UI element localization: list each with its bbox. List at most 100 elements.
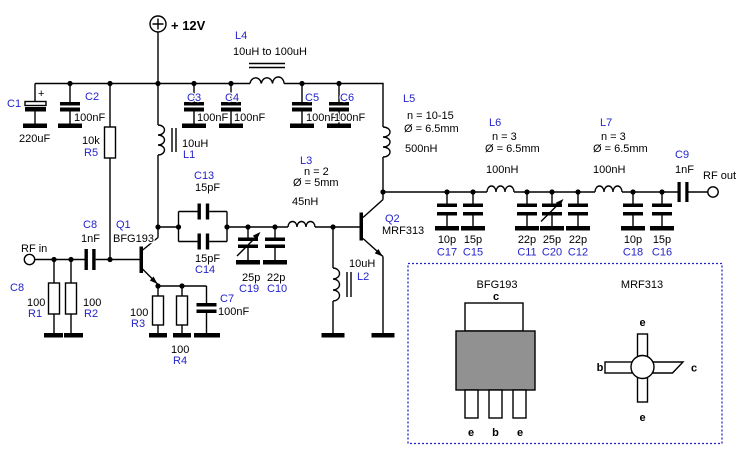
c9-value: 1nF <box>675 164 694 176</box>
ground-symbol <box>58 123 82 128</box>
capacitor-c3: C3 100nF <box>182 83 230 128</box>
inductor-l2: 10uH L2 <box>321 227 377 338</box>
l6-turns: n = 3 <box>492 131 517 143</box>
l5-value: 500nH <box>405 143 437 155</box>
ground-symbol <box>182 123 206 128</box>
c3-ref: C3 <box>187 92 201 104</box>
c20-value: 25p <box>543 234 561 246</box>
bfg193-pin-e1: e <box>468 427 474 439</box>
capacitor-c15: 15p C15 <box>461 192 485 260</box>
ground-symbol <box>540 226 564 231</box>
c4-value: 100nF <box>234 112 265 124</box>
mrf313-lead-left <box>604 361 633 374</box>
capacitor-c5: C5 100nF <box>290 83 339 128</box>
ground-symbol <box>219 123 243 128</box>
c12-ref: C12 <box>568 247 588 259</box>
c1-ref: C1 <box>7 98 21 110</box>
rf-in-connector-icon <box>23 253 36 266</box>
bfg193-leg-e2 <box>512 389 527 419</box>
mrf313-lead-right <box>652 361 685 374</box>
c14-value: 15pF <box>195 253 220 265</box>
l7-ref: L7 <box>600 117 612 129</box>
l2-value: 10uH <box>349 258 375 270</box>
r4-ref: R4 <box>173 355 187 367</box>
c1-value: 220uF <box>19 133 50 145</box>
mrf313-package-drawing: MRF313 e b c e <box>595 278 698 426</box>
r3-value: 100 <box>130 307 148 319</box>
resistor-r4: 100 R4 <box>170 286 191 368</box>
bfg193-pin-b: b <box>492 427 499 439</box>
c4-ref: C4 <box>225 92 239 104</box>
capacitor-c17: 10p C17 <box>435 192 459 260</box>
resistor-r1: 100 R1 <box>26 259 63 338</box>
bfg193-leg-e1 <box>464 389 479 419</box>
c9-ref: C9 <box>675 149 689 161</box>
resistor-r3: 100 R3 <box>129 286 167 338</box>
l1-value: 10uH <box>182 138 208 150</box>
c18-value: 10p <box>624 234 642 246</box>
junction-dots <box>51 80 665 289</box>
mrf313-body <box>630 354 655 380</box>
c8-input-stray-label: C8 <box>10 282 24 294</box>
c11-value: 22p <box>518 234 536 246</box>
power-label: + 12V <box>171 18 206 33</box>
c5-ref: C5 <box>305 92 319 104</box>
bfg193-package-drawing: BFG193 c e b e <box>455 278 536 440</box>
c19-value: 25p <box>242 272 260 284</box>
c12-value: 22p <box>569 234 587 246</box>
wires <box>34 32 708 287</box>
transistor-q2: Q2 MRF313 <box>359 192 425 338</box>
rf-in-terminal: RF in C8 <box>9 242 49 296</box>
c18-ref: C18 <box>623 247 643 259</box>
inductor-l4: L4 10uH to 100uH <box>232 29 309 60</box>
c5-value: 100nF <box>306 112 337 124</box>
inductor-l1: 10uH L1 <box>157 83 210 227</box>
c20-trimmer-arrow <box>540 203 560 222</box>
power-terminal-icon: + 12V <box>149 15 207 34</box>
rf-out-label: RF out <box>703 170 736 182</box>
inductor-l7: L7 n = 3 Ø = 6.5mm 100nH <box>592 116 649 178</box>
c14-ref: C14 <box>195 264 215 276</box>
ground-symbol <box>173 333 191 338</box>
ground-symbol <box>263 260 287 265</box>
l5-turns: n = 10-15 <box>407 110 454 122</box>
mrf313-pin-e-bottom: e <box>639 412 645 424</box>
c7-ref: C7 <box>220 293 234 305</box>
ground-symbol <box>515 226 539 231</box>
ground-symbol <box>236 260 260 265</box>
c2-ref: C2 <box>85 91 99 103</box>
resistor-r5: 10k R5 <box>81 83 117 260</box>
ground-symbol <box>621 226 645 231</box>
bfg193-title: BFG193 <box>477 279 518 291</box>
capacitor-c16: 15p C16 <box>650 192 674 260</box>
inset-border <box>407 262 723 445</box>
rf-in-label: RF in <box>21 243 47 255</box>
c16-value: 15p <box>653 234 671 246</box>
c13-value: 15pF <box>195 182 220 194</box>
c6-value: 100nF <box>334 112 365 124</box>
l1-ref: L1 <box>183 149 195 161</box>
ground-symbol <box>327 123 351 128</box>
capacitor-c8: C8 1nF <box>80 218 101 270</box>
rf-out-connector-icon <box>707 186 719 198</box>
capacitor-c10: 22p C10 <box>263 227 288 296</box>
l3-diameter: Ø = 5mm <box>293 177 339 189</box>
capacitor-c4: C4 100nF <box>219 83 267 128</box>
capacitor-c6: C6 100nF <box>327 83 367 128</box>
rf-out-terminal: RF out <box>702 169 737 198</box>
c17-ref: C17 <box>437 247 457 259</box>
bfg193-leg-b <box>488 389 503 419</box>
q1-value: BFG193 <box>113 233 154 245</box>
r4-value: 100 <box>171 344 189 356</box>
c10-ref: C10 <box>267 283 287 295</box>
capacitor-c20: 25p C20 <box>540 192 564 260</box>
ground-symbol <box>64 333 83 338</box>
l6-ref: L6 <box>489 117 501 129</box>
c8-value: 1nF <box>81 233 100 245</box>
capacitor-c2: C2 100nF <box>58 83 107 128</box>
l5-diameter: Ø = 6.5mm <box>404 123 459 135</box>
ground-symbol <box>566 226 590 231</box>
mrf313-lead-bottom <box>636 375 649 403</box>
